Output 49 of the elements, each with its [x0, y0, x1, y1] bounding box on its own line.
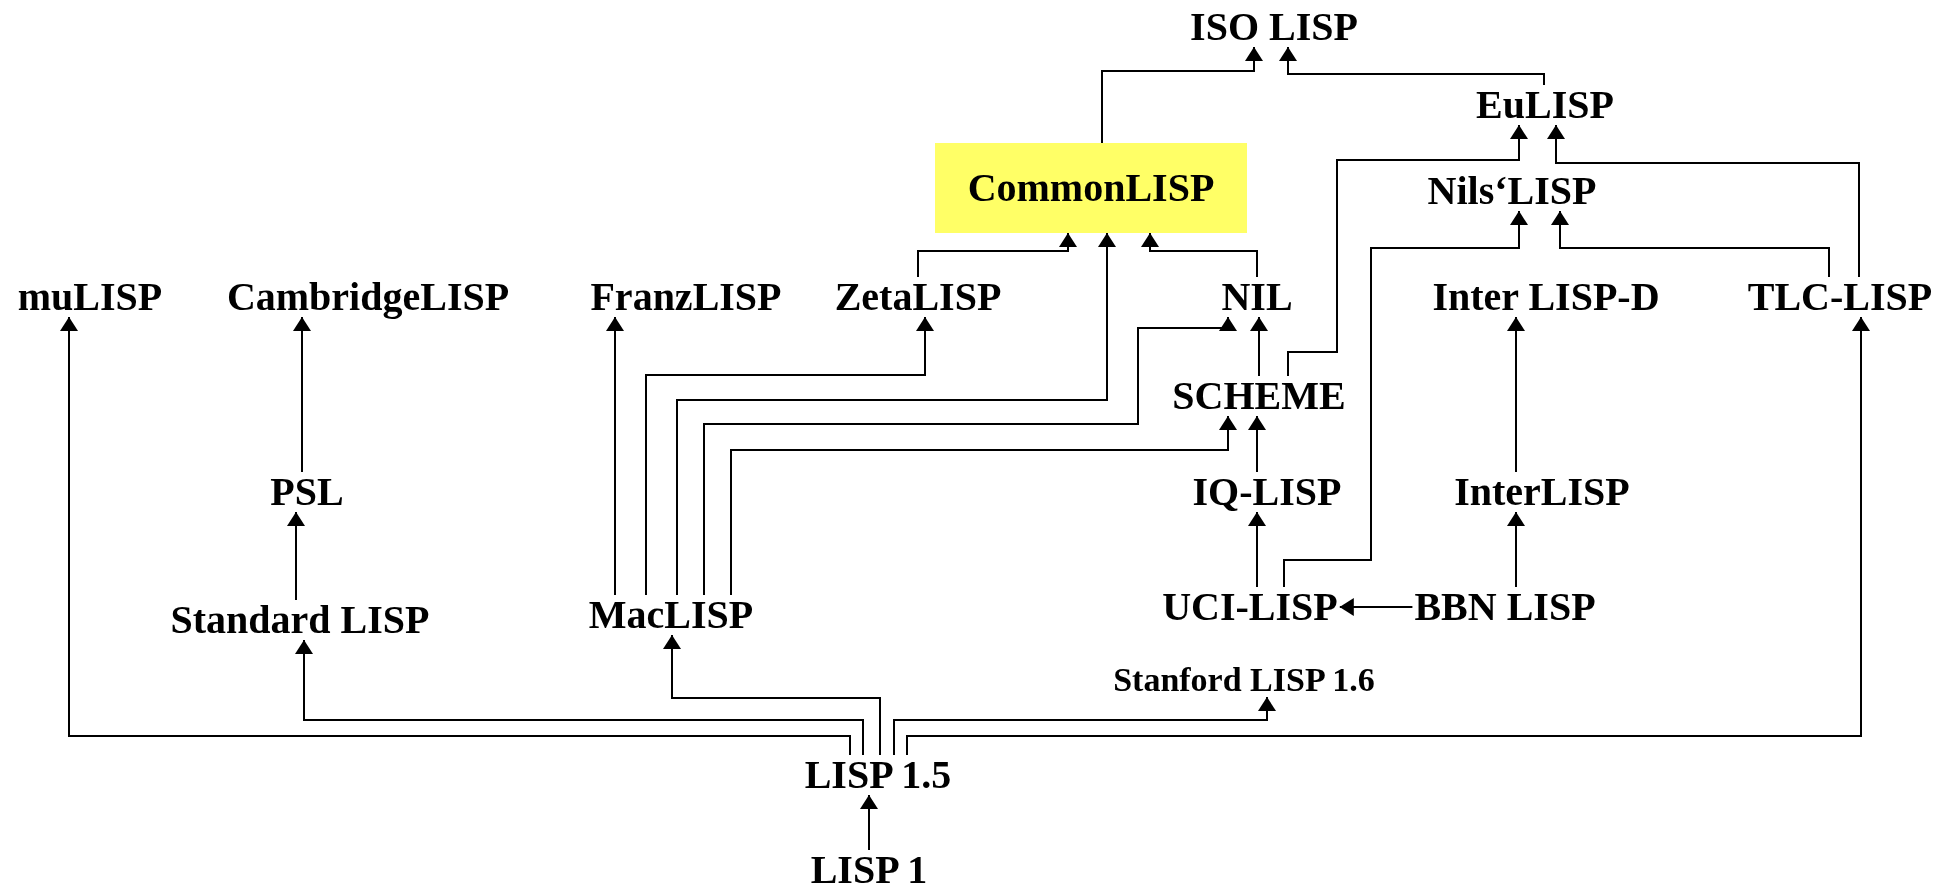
language-label: Inter LISP-D: [1432, 277, 1660, 317]
arrow: [1507, 316, 1525, 473]
language-label: ZetaLISP: [834, 277, 1002, 317]
language-label: SCHEME: [1172, 376, 1346, 416]
arrow: [1101, 46, 1263, 144]
arrow: [60, 316, 851, 756]
arrow: [906, 316, 1870, 756]
language-label: TLC-LISP: [1747, 277, 1933, 317]
arrow: [1250, 316, 1268, 377]
arrow: [293, 316, 311, 473]
language-label: FranzLISP: [590, 277, 782, 317]
arrow: [703, 316, 1237, 596]
arrow: [663, 634, 881, 756]
language-label: ISO LISP: [1190, 7, 1358, 47]
arrow: [1141, 232, 1258, 278]
arrow: [1248, 415, 1266, 473]
language-label: LISP 1.5: [804, 755, 952, 795]
language-label: muLISP: [17, 277, 163, 317]
language-label: LISP 1: [810, 850, 928, 890]
language-label: MacLISP: [588, 595, 754, 635]
arrow: [287, 511, 305, 601]
arrow: [1248, 511, 1266, 588]
language-label: EuLISP: [1476, 85, 1614, 125]
arrow: [295, 639, 864, 756]
language-label: Nils‘LISP: [1427, 171, 1597, 211]
arrow: [730, 415, 1237, 596]
arrow: [645, 316, 934, 596]
language-label: BBN LISP: [1414, 587, 1596, 627]
arrow: [893, 696, 1276, 756]
arrow: [1338, 598, 1414, 616]
arrow: [606, 316, 624, 596]
arrow: [1551, 210, 1830, 278]
arrow: [917, 232, 1077, 278]
language-label: CambridgeLISP: [226, 277, 510, 317]
language-label: Stanford LISP 1.6: [1113, 663, 1375, 697]
highlighted-label: CommonLISP: [935, 143, 1247, 233]
arrow: [1279, 46, 1545, 86]
arrow: [1507, 511, 1525, 588]
language-label: NIL: [1221, 277, 1293, 317]
arrow: [676, 232, 1116, 596]
language-label: Standard LISP: [170, 600, 430, 640]
arrow: [860, 794, 878, 851]
language-label: IQ-LISP: [1192, 472, 1342, 512]
arrow: [1283, 210, 1528, 588]
arrow: [1547, 124, 1860, 278]
language-label: InterLISP: [1454, 472, 1630, 512]
language-label: PSL: [270, 472, 344, 512]
arrow: [1287, 124, 1528, 377]
language-label: UCI-LISP: [1162, 587, 1338, 627]
